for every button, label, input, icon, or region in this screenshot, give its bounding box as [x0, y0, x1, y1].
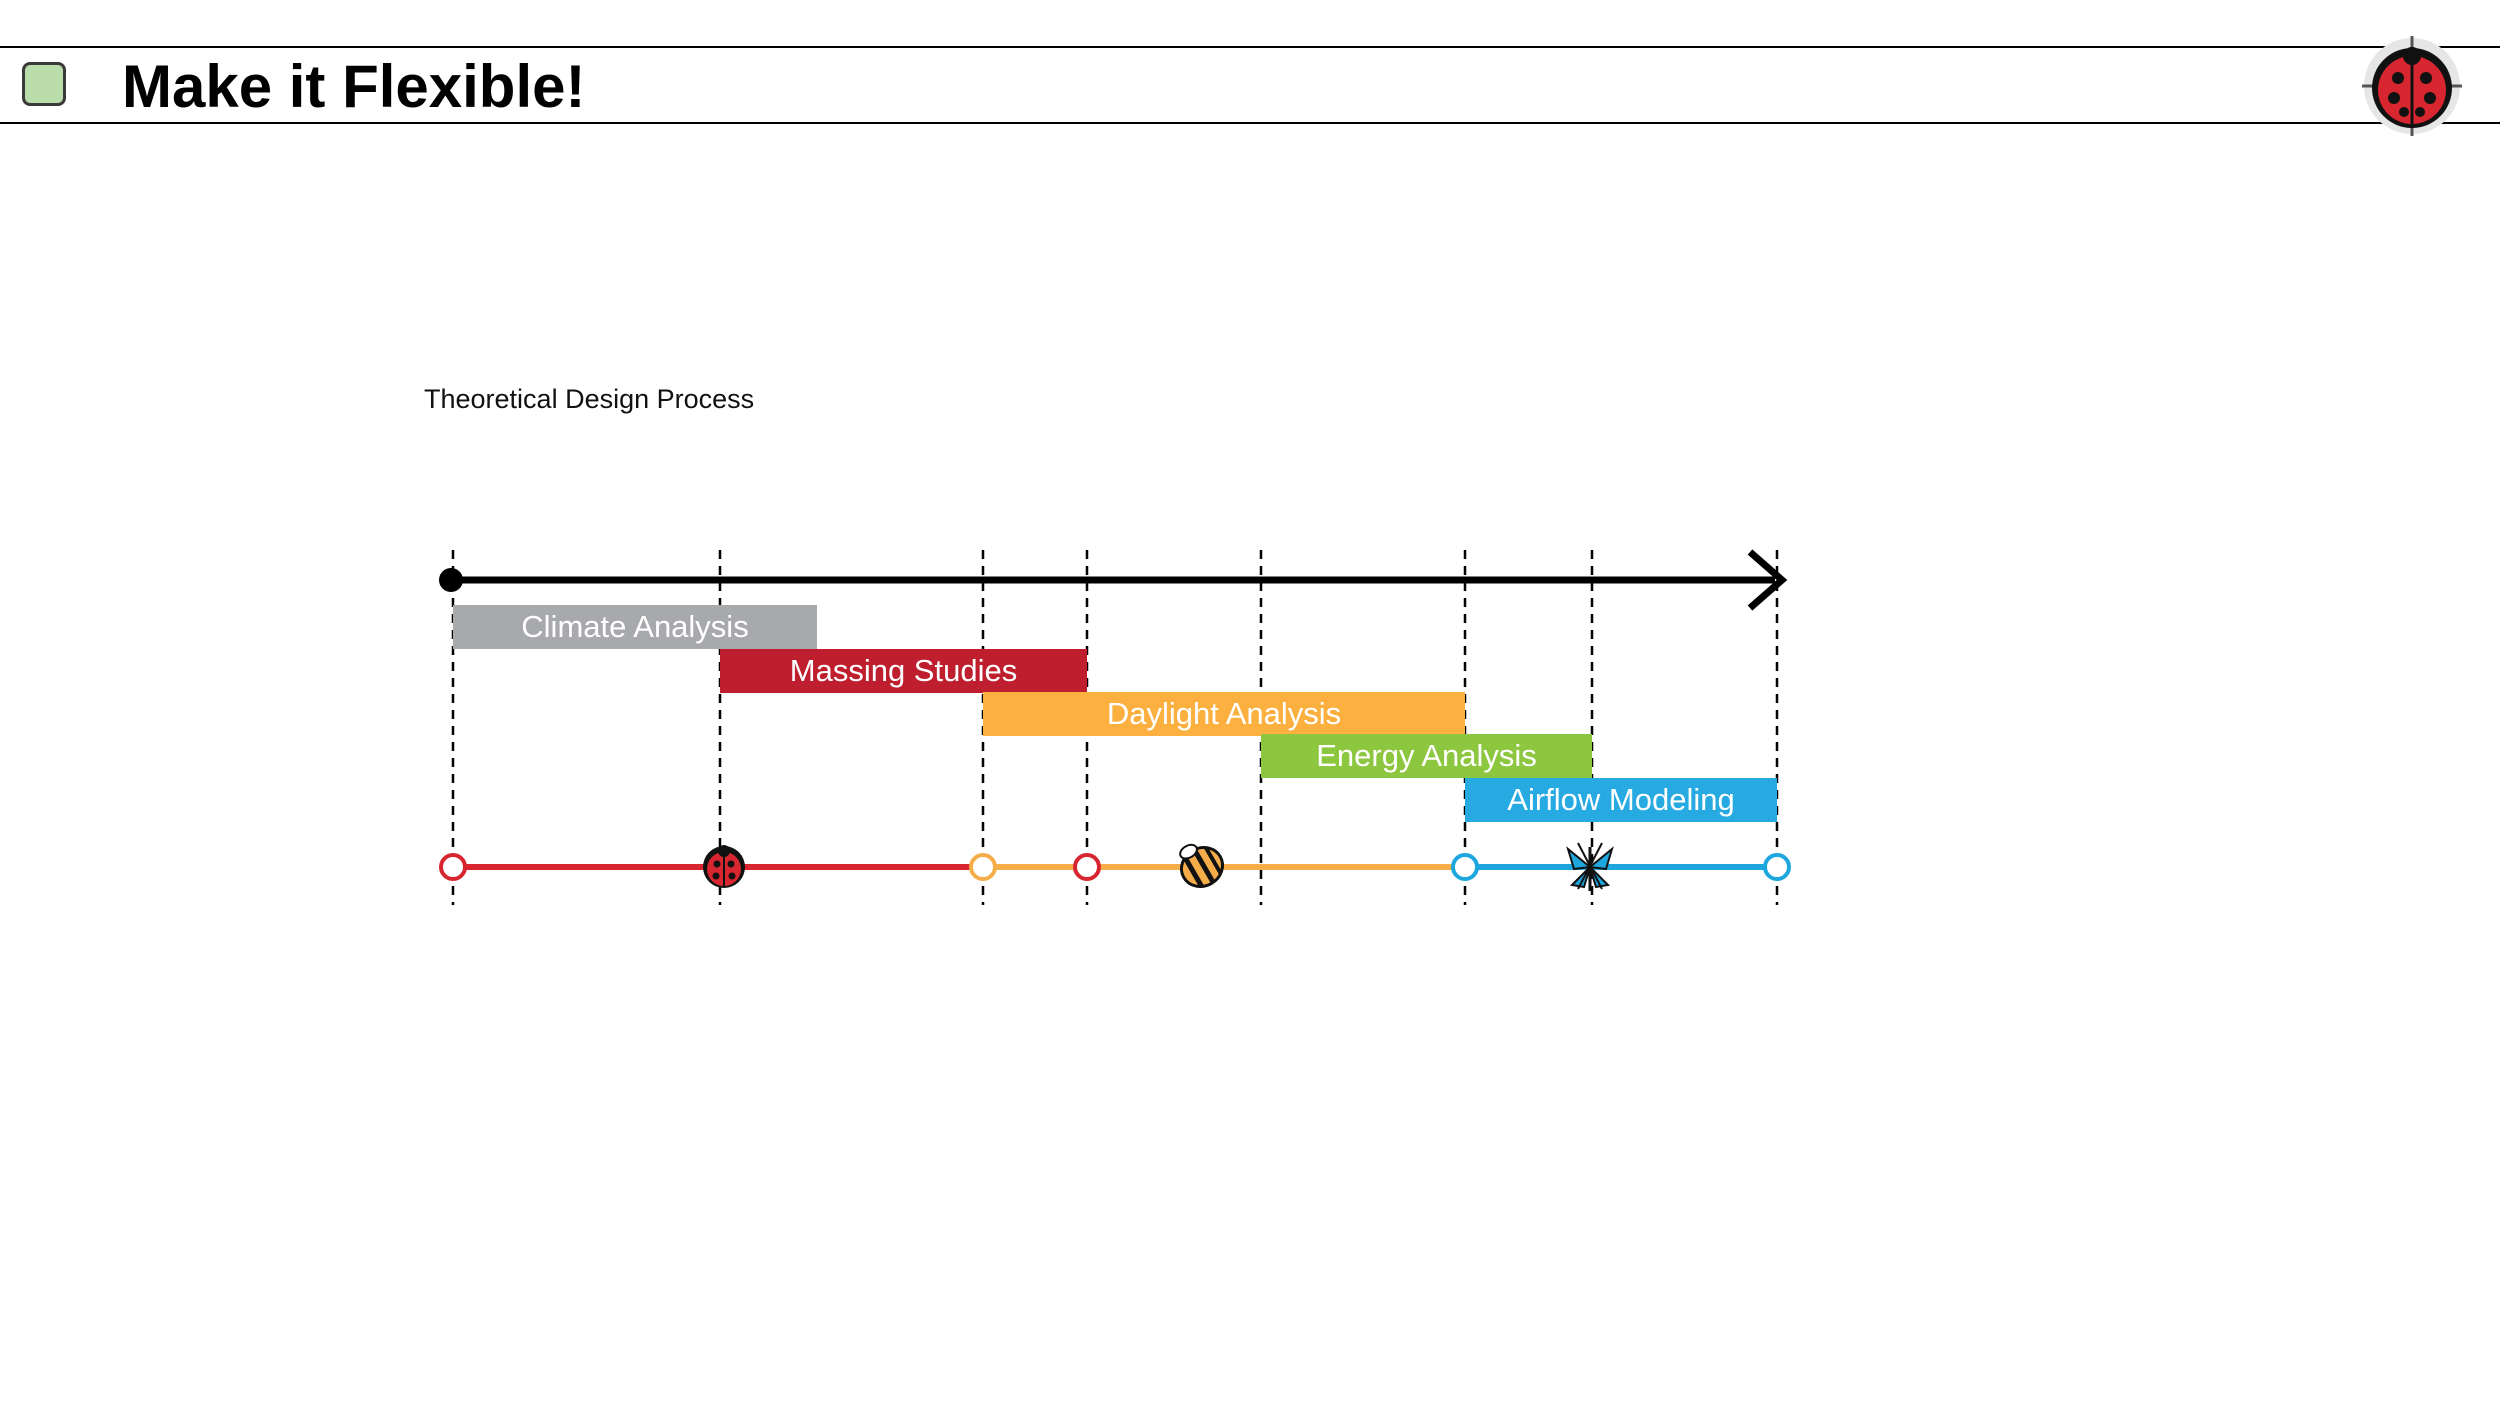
header-top-rule [0, 46, 2500, 48]
butterfly-icon [1566, 842, 1614, 891]
phase-climate-analysis: Climate Analysis [453, 605, 817, 649]
track-node [1073, 853, 1101, 881]
honeybee-icon [1179, 843, 1225, 889]
track-node [439, 853, 467, 881]
track-node [1763, 853, 1791, 881]
arrow-start-dot [439, 568, 463, 592]
page-title: Make it Flexible! [122, 53, 586, 120]
phase-energy-analysis: Energy Analysis [1261, 734, 1592, 778]
tool-track [439, 842, 1791, 891]
track-node [969, 853, 997, 881]
slide-badge [22, 62, 66, 106]
phase-daylight-analysis: Daylight Analysis [983, 692, 1465, 736]
phase-massing-studies: Massing Studies [720, 649, 1087, 693]
phase-airflow-modeling: Airflow Modeling [1465, 778, 1777, 822]
ladybug-logo-icon [2362, 36, 2462, 136]
time-arrow [439, 549, 1788, 611]
ladybug-icon [703, 845, 745, 888]
diagram-subtitle: Theoretical Design Process [424, 384, 755, 414]
track-node [1451, 853, 1479, 881]
header-bottom-rule [0, 122, 2500, 124]
